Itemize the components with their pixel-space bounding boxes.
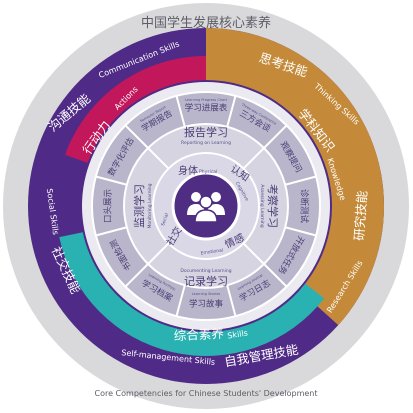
skills-label-en: Skills (227, 328, 249, 340)
segment-divider (263, 263, 288, 288)
segment-label-right: 诊断测试 (299, 189, 310, 224)
inner-left-label: 监测学习 (132, 184, 146, 228)
segment-divider (175, 95, 186, 128)
segment-divider (284, 175, 317, 186)
magenta-arc (65, 56, 206, 163)
ochre-arc (206, 28, 385, 326)
core-emotional-label-en: Emotional (200, 247, 223, 256)
segment-divider (124, 124, 149, 149)
inner-divider (242, 147, 265, 170)
inner-right-label-en: Assessing Learning (259, 184, 265, 227)
segment-divider (124, 263, 149, 288)
inner-divider (147, 242, 170, 265)
segment-divider (226, 284, 237, 317)
research-label-cn: 研究技能 (351, 190, 369, 241)
segment-divider (95, 226, 128, 237)
inner-divider (147, 147, 170, 170)
segment-divider (226, 95, 237, 128)
segment-divider (175, 284, 186, 317)
inner-right-label: 考察学习 (266, 184, 280, 228)
segment-sublabel-top: Learning Progress Chart (185, 98, 228, 102)
inner-bottom-label-en: Documenting Learning (180, 268, 231, 274)
segment-label-top: 学习进展表 (185, 103, 228, 114)
segment-divider (284, 226, 317, 237)
skills-label-cn: 综合素养 (173, 326, 224, 344)
core-physical-label: 身体 (178, 164, 198, 177)
inner-left-label-en: Monitoring Learning (147, 183, 153, 228)
outer-title: 中国学生发展核心素养 (141, 15, 271, 31)
core-social-label-en: Social (160, 212, 170, 227)
core-physical-label-en: Physical (199, 169, 217, 175)
outer-bottom-caption: Core Competencies for Chinese Students' … (94, 389, 317, 398)
segment-label-bottom: 学习故事 (189, 299, 224, 310)
inner-bottom-label: 记录学习 (184, 274, 228, 288)
inner-divider (242, 242, 265, 265)
segment-divider (95, 175, 128, 186)
teal-arc (59, 232, 325, 357)
inner-dividers (147, 147, 265, 265)
segment-sublabel-bottom: Learning Stories (192, 292, 221, 296)
inner-top-label: 报告学习 (184, 125, 228, 139)
segment-divider (263, 124, 288, 149)
people-icon (187, 192, 225, 223)
inner-top-label-en: Reporting on Learning (181, 140, 231, 146)
segment-dividers (95, 95, 317, 317)
segment-label-left: 口头展示 (103, 189, 114, 223)
